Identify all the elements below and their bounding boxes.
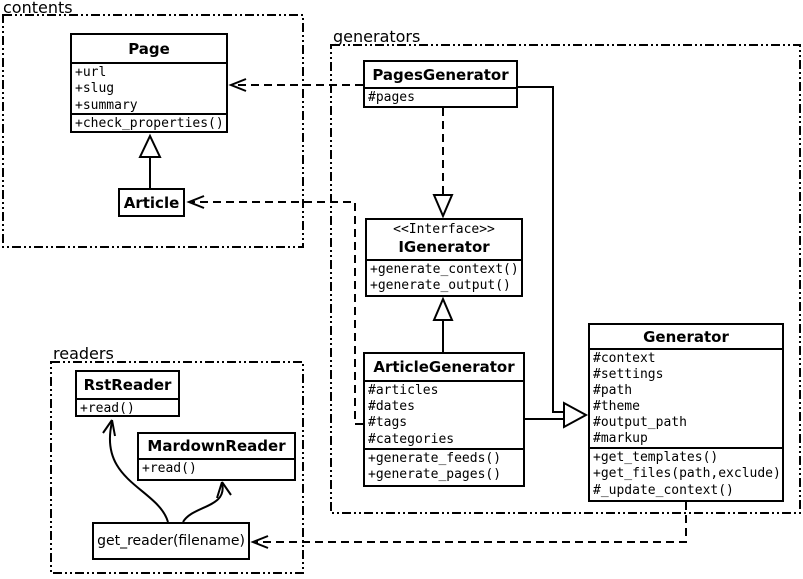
dependency-arrow-pagesgenerator-to-page [228,78,363,92]
attribute: +summary [75,97,138,113]
attribute: #dates [368,399,415,415]
package-border-readers [50,361,304,574]
open-arrowhead-icon [102,419,116,437]
class-rstreader: RstReader +read() [75,370,180,417]
class-page: Page +url +slug +summary +check_properti… [70,33,228,133]
package-label-generators: generators [333,27,421,46]
attribute: #theme [593,398,640,414]
method: +read() [142,461,197,476]
package-border-contents [2,14,304,248]
class-mardownreader-methods: +read() [139,458,294,479]
attribute: #pages [368,90,415,105]
interface-stereotype: <<Interface>> [393,222,495,237]
class-mardownreader: MardownReader +read() [137,432,296,481]
inheritance-arrow-article-to-page [138,133,162,188]
open-arrowhead-icon [186,195,205,209]
class-article: Article [118,188,185,217]
call-arrow-getreader-to-mardownreader [182,481,232,523]
package-border-generators [330,44,801,514]
open-arrowhead-icon [250,535,269,549]
inheritance-arrow-articlegenerator-to-igenerator [432,296,454,352]
attribute: #tags [368,415,408,431]
call-arrow-getreader-to-rstreader [102,419,169,523]
attribute: #context [593,351,656,366]
class-articlegenerator-methods: +generate_feeds() +generate_pages() [365,448,523,485]
method: +get_templates() [593,450,719,465]
attribute: #categories [368,431,455,447]
class-pagesgenerator-attributes: #pages [365,87,516,106]
realization-arrow-pagesgenerator-to-igenerator [432,108,454,219]
method: +generate_pages() [368,467,502,483]
class-article-title: Article [123,193,180,212]
method: +generate_context() [370,261,519,277]
dependency-arrow-generator-to-getreader [250,502,687,549]
package-label-contents: contents [3,0,73,17]
attribute: #articles [368,383,439,398]
attribute: #path [593,382,633,398]
class-rstreader-title: RstReader [83,376,172,394]
class-pagesgenerator: PagesGenerator #pages [363,60,518,108]
class-generator: Generator #context #settings #path #them… [588,323,784,502]
interface-igenerator-title: IGenerator [398,238,490,256]
class-mardownreader-title: MardownReader [147,437,286,455]
attribute: +url [75,65,107,80]
method: +generate_output() [370,277,511,293]
class-articlegenerator: ArticleGenerator #articles #dates #tags … [363,352,525,487]
open-arrowhead-icon [228,78,247,92]
method: +read() [80,401,135,415]
class-articlegenerator-attributes: #articles #dates #tags #categories [365,380,523,448]
attribute: #markup [593,430,648,446]
hollow-triangle-icon [432,296,454,321]
class-page-title: Page [128,39,170,58]
interface-igenerator-methods: +generate_context() +generate_output() [367,258,521,295]
method: #_update_context() [593,482,734,498]
class-generator-attributes: #context #settings #path #theme #output_… [590,348,782,447]
class-generator-title: Generator [643,327,729,346]
attribute: #output_path [593,414,687,430]
class-generator-methods: +get_templates() +get_files(path,exclude… [590,447,782,500]
class-pagesgenerator-title: PagesGenerator [372,65,509,84]
interface-igenerator-header: <<Interface>> IGenerator [367,220,521,259]
hollow-triangle-icon [138,133,162,158]
inheritance-arrow-generators-to-generator [518,86,589,429]
class-page-attributes: +url +slug +summary [72,62,226,113]
method: +get_files(path,exclude) [593,466,781,482]
dependency-arrow-articlegenerator-to-article [186,195,363,425]
hollow-triangle-icon [563,401,589,429]
method: +check_properties() [75,116,224,131]
class-rstreader-methods: +read() [77,398,178,415]
class-articlegenerator-title: ArticleGenerator [373,358,515,376]
hollow-triangle-icon [432,194,454,219]
attribute: +slug [75,81,115,97]
open-arrowhead-icon [216,481,232,499]
package-label-readers: readers [53,344,114,363]
function-node-get-reader: get_reader(filename) [92,522,250,560]
method: +generate_feeds() [368,451,502,466]
class-page-methods: +check_properties() [72,113,226,131]
attribute: #settings [593,366,664,382]
interface-igenerator: <<Interface>> IGenerator +generate_conte… [365,218,523,297]
